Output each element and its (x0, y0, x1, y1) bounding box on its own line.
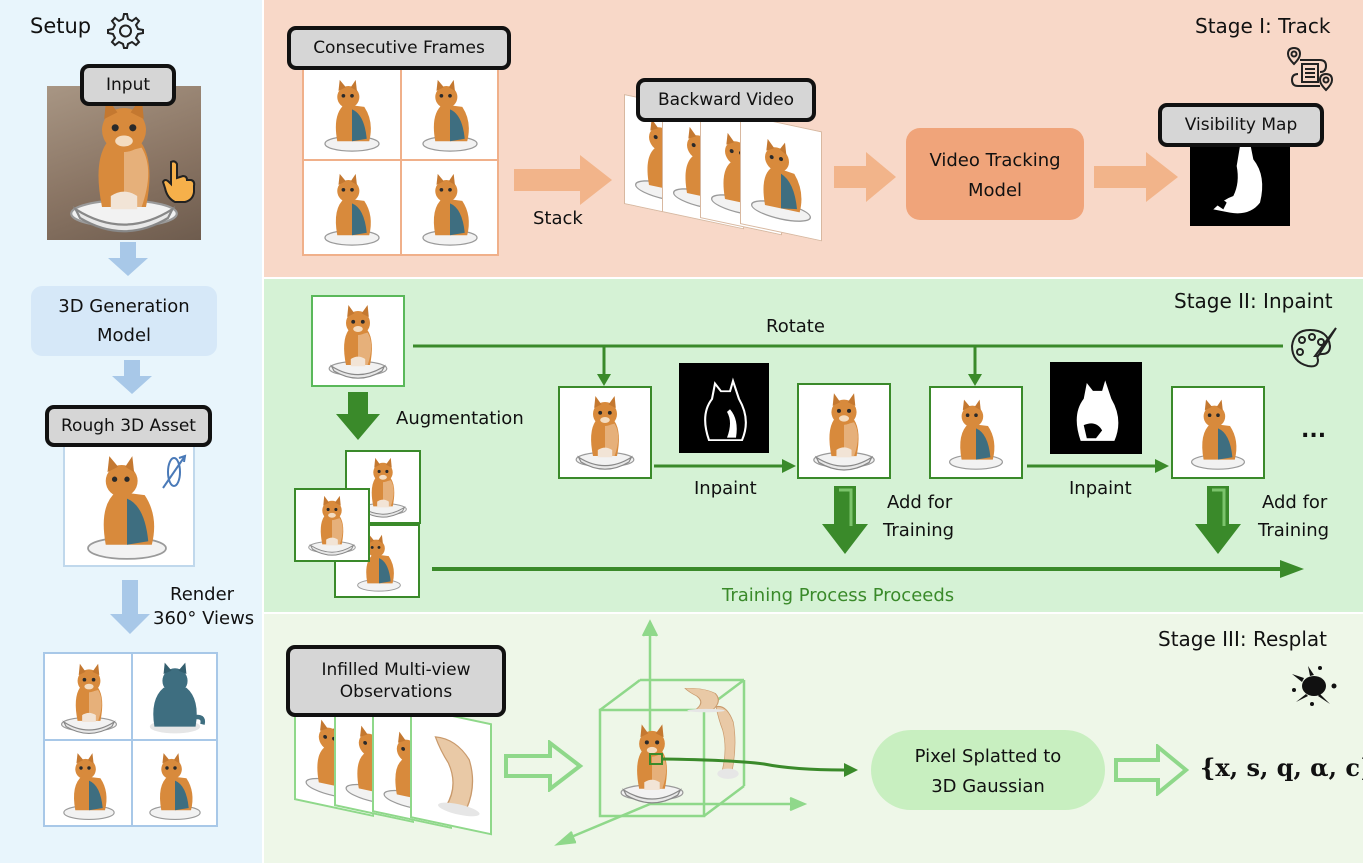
gaussian-params: {x, s, q, α, c} (1200, 753, 1363, 782)
training-proceeds-arrow (432, 560, 1304, 578)
palette-icon (1290, 327, 1337, 368)
inpainted-view-2 (1171, 386, 1265, 479)
setup-title: Setup (30, 14, 92, 38)
gear-icon (107, 13, 144, 49)
rough-asset-label: Rough 3D Asset (45, 405, 212, 447)
render-line1: Render (170, 584, 235, 605)
pixel-splatted-box (871, 730, 1105, 810)
add-training-2-line2: Training (1258, 520, 1330, 541)
render-line2: 360° Views (153, 608, 255, 629)
stack-label: Stack (533, 208, 583, 229)
setup-arrow-3 (110, 580, 150, 634)
augmentation-label: Augmentation (396, 408, 524, 429)
rotated-view-2 (929, 386, 1023, 479)
inpaint-label-1: Inpaint (694, 478, 757, 499)
infilled-frame-4 (410, 706, 492, 836)
backward-frame-4 (740, 114, 822, 242)
mask-2 (1050, 362, 1142, 454)
map-pin-icon (1286, 46, 1334, 92)
add-training-arrow-2 (1195, 486, 1241, 554)
input-label: Input (80, 64, 176, 106)
stage1-title: Stage I: Track (1195, 14, 1331, 38)
add-training-1-line2: Training (883, 520, 955, 541)
render-view-right (135, 744, 215, 824)
infilled-line2: Observations (339, 682, 453, 702)
hand-pointer-icon (161, 160, 196, 203)
augmented-frame-3 (294, 488, 370, 562)
rotate-line (413, 344, 1283, 386)
to-tracking-arrow (834, 152, 896, 202)
add-training-arrow-1 (822, 486, 868, 554)
infilled-observations-label: Infilled Multi-view Observations (286, 645, 506, 717)
backward-video-label: Backward Video (636, 78, 816, 122)
continuation-ellipsis: ... (1301, 418, 1327, 443)
to-params-arrow (1114, 744, 1190, 796)
rotate-label: Rotate (766, 316, 825, 337)
video-tracking-line1: Video Tracking (929, 150, 1061, 171)
infilled-line1: Infilled Multi-view (321, 659, 471, 680)
stage3-title: Stage III: Resplat (1158, 627, 1328, 651)
visibility-map-image (1190, 136, 1290, 226)
pixel-splatted-line2: 3D Gaussian (931, 776, 1045, 797)
training-proceeds-label: Training Process Proceeds (722, 585, 955, 606)
add-training-1-line1: Add for (887, 492, 953, 513)
pixel-splatted-line1: Pixel Splatted to (914, 746, 1062, 767)
add-training-2-line1: Add for (1262, 492, 1328, 513)
render-view-back (135, 658, 215, 738)
splat-icon (1292, 666, 1337, 706)
input-photo (47, 86, 201, 240)
inpaint-arrow-2 (1027, 459, 1169, 473)
consecutive-frames-grid (302, 64, 499, 256)
gaussian-cube (554, 619, 858, 846)
inpainted-view-1 (797, 383, 891, 479)
consecutive-frames-label: Consecutive Frames (287, 26, 511, 70)
generation-model-line1: 3D Generation (58, 296, 190, 317)
rotated-view-1 (558, 386, 652, 479)
stage2-title: Stage II: Inpaint (1174, 289, 1333, 313)
augmentation-arrow (336, 392, 380, 440)
inpaint-label-2: Inpaint (1069, 478, 1132, 499)
stage2-source-frame (311, 295, 405, 387)
visibility-map-label: Visibility Map (1158, 103, 1324, 147)
stack-arrow (514, 155, 612, 205)
setup-arrow-2 (112, 360, 152, 394)
render-view-left (49, 744, 129, 824)
rotate-icon (162, 454, 187, 489)
mask-1 (679, 363, 769, 453)
inpaint-arrow-1 (654, 459, 796, 473)
generation-model-box (31, 286, 217, 356)
render-view-front (49, 658, 129, 738)
to-visibility-arrow (1094, 152, 1178, 202)
setup-arrow-1 (108, 242, 148, 276)
video-tracking-box (906, 128, 1084, 220)
generation-model-line2: Model (96, 325, 152, 346)
render-views-grid (43, 652, 218, 827)
to-cube-arrow (504, 740, 584, 792)
video-tracking-line2: Model (967, 180, 1023, 201)
